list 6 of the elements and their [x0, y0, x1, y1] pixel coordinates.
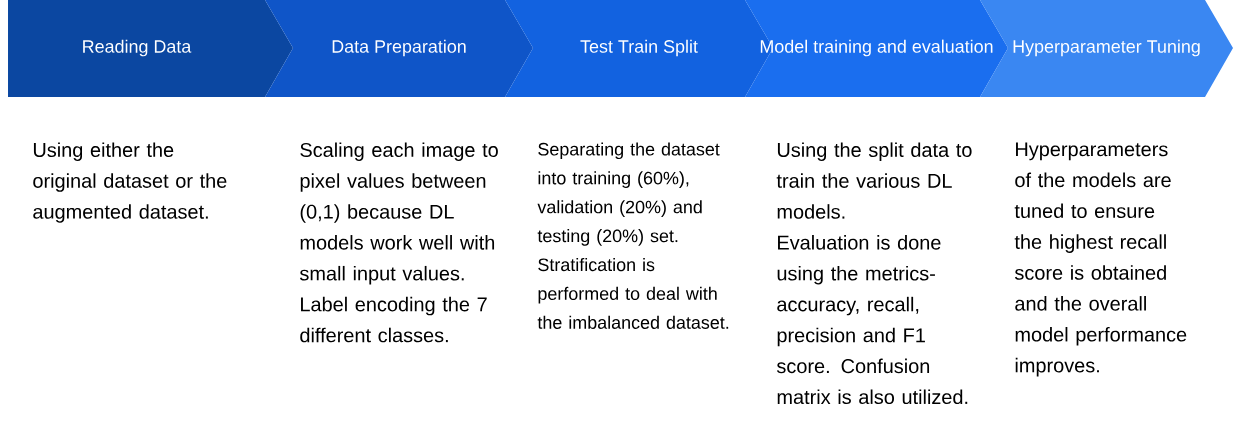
step-description: Scaling each image to pixel values between (0,1) because DL models work well with small input values. Label encoding the 7 different classes. [299, 142, 498, 343]
step-description: Using either the original dataset or the augmented dataset. [33, 142, 227, 223]
step-description: Using the split data to train the various DL models. Evaluation is done using the metrics- accuracy, recall, precision and F1 score. Confusion matrix is also utilized. [776, 142, 972, 405]
chevron-step: Reading Data [8, 0, 293, 97]
step-description: Separating the dataset into training (60%), validation (20%) and testing (20%) set. Stratification is performed to deal with the imbalanced dataset. [537, 142, 729, 329]
step-description: Hyperparameters of the models are tuned to ensure the highest recall score is obtained and the overall model performance improves. [1014, 142, 1187, 377]
